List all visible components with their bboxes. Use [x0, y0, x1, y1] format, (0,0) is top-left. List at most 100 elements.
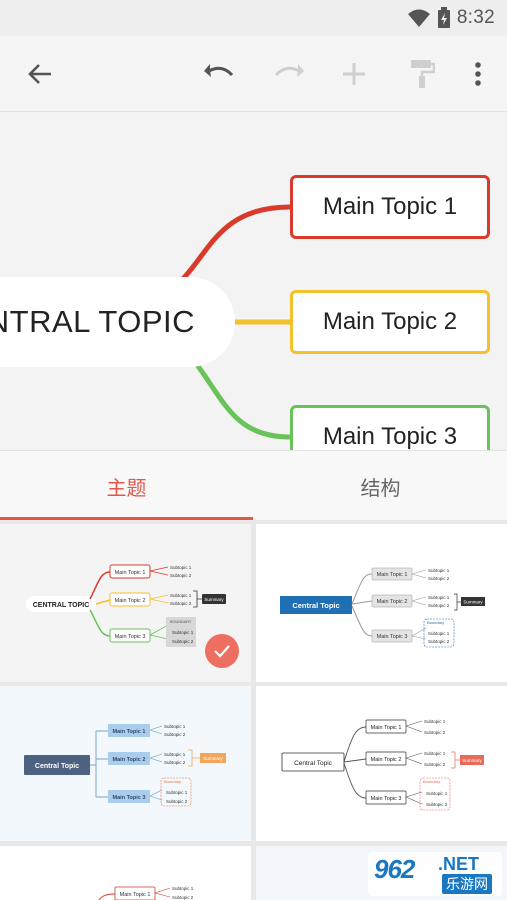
- theme3-topic-3: Main Topic 3: [113, 795, 146, 801]
- theme3-sub-5: Subtopic 1: [166, 790, 188, 795]
- theme-card-3[interactable]: Central Topic Main Topic 1 Main Topic 2 …: [0, 686, 251, 841]
- theme1-central: CENTRAL TOPIC: [33, 602, 90, 609]
- theme4-sub-4: Subtopic 2: [424, 762, 446, 767]
- tab-structure-label: 结构: [360, 477, 401, 500]
- theme4-sub-1: Subtopic 1: [424, 719, 446, 724]
- theme2-topic-2: Main Topic 2: [377, 599, 408, 605]
- watermark-net: .NET: [438, 854, 480, 874]
- theme4-summary: Summary: [462, 758, 482, 763]
- theme4-sub-3: Subtopic 1: [424, 751, 446, 756]
- theme2-sub-2: Subtopic 2: [428, 576, 450, 581]
- main-topic-1-node[interactable]: Main Topic 1: [290, 175, 490, 239]
- more-vert-icon: [475, 62, 481, 86]
- theme3-topic-1: Main Topic 1: [113, 729, 146, 735]
- theme1-topic-1: Main Topic 1: [115, 570, 146, 576]
- theme2-sub-6: Subtopic 2: [428, 639, 450, 644]
- mindmap-connectors: [178, 204, 291, 440]
- watermark-logo: 962 .NET 乐游网: [368, 852, 502, 896]
- theme-preview-2: Central Topic Main Topic 1 Main Topic 2 …: [280, 567, 485, 648]
- theme4-sub-2: Subtopic 2: [424, 730, 446, 735]
- theme1-sub-2: Subtopic 2: [170, 573, 192, 578]
- mindmap-canvas[interactable]: CENTRAL TOPIC Main Topic 1 Main Topic 2 …: [0, 112, 507, 450]
- theme1-topic-2: Main Topic 2: [115, 598, 146, 604]
- battery-icon: [437, 7, 450, 28]
- theme2-sub-4: Subtopic 2: [428, 603, 450, 608]
- theme4-central: Central Topic: [294, 760, 333, 767]
- theme-preview-4: Central Topic Main Topic 1 Main Topic 2 …: [281, 719, 484, 811]
- back-button[interactable]: [20, 54, 60, 94]
- theme-preview-3: Central Topic Main Topic 1 Main Topic 2 …: [24, 724, 226, 807]
- status-bar: 8:32: [0, 0, 507, 36]
- main-topic-3-label: Main Topic 3: [322, 423, 458, 450]
- theme1-sub-3: Subtopic 1: [170, 593, 192, 598]
- main-topic-2-node[interactable]: Main Topic 2: [290, 290, 490, 354]
- tab-theme[interactable]: 主题: [0, 451, 253, 521]
- theme1-sub-1: Subtopic 1: [170, 565, 192, 570]
- theme1-boundary: BOUNDARY: [170, 620, 192, 624]
- theme3-sub-4: Subtopic 2: [164, 760, 186, 765]
- theme2-boundary: Boundary: [427, 620, 444, 625]
- main-topic-2-label: Main Topic 2: [322, 308, 458, 335]
- tab-active-indicator: [0, 517, 253, 520]
- undo-button[interactable]: [200, 54, 240, 94]
- theme3-sub-3: Subtopic 1: [164, 752, 186, 757]
- theme3-summary: Summary: [203, 756, 223, 761]
- toolbar: [0, 36, 507, 112]
- tab-theme-label: 主题: [106, 477, 147, 500]
- plus-icon: [343, 63, 365, 85]
- theme1-summary: Summary: [204, 597, 224, 602]
- theme2-sub-1: Subtopic 1: [428, 568, 450, 573]
- theme2-sub-3: Subtopic 1: [428, 595, 450, 600]
- add-button[interactable]: [334, 54, 374, 94]
- theme2-topic-1: Main Topic 1: [377, 572, 408, 578]
- theme4-topic-2: Main Topic 2: [371, 757, 402, 763]
- redo-button[interactable]: [268, 54, 308, 94]
- connector-topic-3: [192, 360, 291, 440]
- theme2-sub-5: Subtopic 1: [428, 631, 450, 636]
- status-time: 8:32: [456, 7, 495, 28]
- theme-card-5[interactable]: Main Topic 1 Subtopic 1 Subtopic 2: [0, 846, 251, 900]
- tab-structure[interactable]: 结构: [254, 451, 507, 521]
- theme5-topic-1: Main Topic 1: [120, 892, 151, 898]
- central-topic-label: CENTRAL TOPIC: [0, 304, 195, 339]
- theme3-sub-1: Subtopic 1: [164, 724, 186, 729]
- watermark-number: 962: [374, 854, 415, 884]
- theme1-topic-3: Main Topic 3: [115, 634, 146, 640]
- status-icons: 8:32: [407, 6, 495, 30]
- selected-check-icon: [205, 634, 239, 668]
- redo-icon: [274, 64, 304, 77]
- watermark-cn: 乐游网: [442, 874, 492, 894]
- theme-card-1[interactable]: CENTRAL TOPIC Main Topic 1 Main Topic 2 …: [0, 524, 251, 682]
- theme-preview-1: CENTRAL TOPIC Main Topic 1 Main Topic 2 …: [26, 564, 226, 647]
- theme2-topic-3: Main Topic 3: [377, 634, 408, 640]
- theme3-topic-2: Main Topic 2: [113, 757, 146, 763]
- theme-card-2[interactable]: Central Topic Main Topic 1 Main Topic 2 …: [256, 524, 507, 682]
- paint-roller-icon: [411, 60, 435, 88]
- tab-bar: 主题 结构: [0, 450, 507, 520]
- theme4-boundary: Boundary: [423, 779, 440, 784]
- main-topic-1-label: Main Topic 1: [322, 193, 458, 220]
- theme3-sub-2: Subtopic 2: [164, 732, 186, 737]
- connector-topic-1: [178, 204, 291, 284]
- central-topic-node[interactable]: CENTRAL TOPIC: [0, 277, 235, 367]
- main-topic-3-node[interactable]: Main Topic 3: [290, 405, 490, 450]
- theme5-sub-1: Subtopic 1: [172, 886, 194, 891]
- theme1-sub-6: Subtopic 2: [172, 639, 194, 644]
- theme-preview-5: Main Topic 1 Subtopic 1 Subtopic 2: [98, 886, 194, 900]
- theme3-central: Central Topic: [35, 763, 79, 770]
- theme1-sub-5: Subtopic 1: [172, 630, 194, 635]
- theme4-sub-5: Subtopic 1: [426, 791, 448, 796]
- format-button[interactable]: [402, 54, 442, 94]
- theme3-boundary: Boundary: [164, 779, 181, 784]
- theme2-central: Central Topic: [292, 601, 339, 610]
- theme5-sub-2: Subtopic 2: [172, 895, 194, 900]
- theme1-sub-4: Subtopic 2: [170, 601, 192, 606]
- undo-icon: [204, 64, 234, 77]
- theme2-summary: Summary: [463, 600, 483, 605]
- theme-card-4[interactable]: Central Topic Main Topic 1 Main Topic 2 …: [256, 686, 507, 841]
- back-arrow-icon: [28, 64, 51, 84]
- more-button[interactable]: [458, 54, 498, 94]
- theme-grid: CENTRAL TOPIC Main Topic 1 Main Topic 2 …: [0, 520, 507, 900]
- theme4-topic-3: Main Topic 3: [371, 796, 402, 802]
- theme3-sub-6: Subtopic 2: [166, 799, 188, 804]
